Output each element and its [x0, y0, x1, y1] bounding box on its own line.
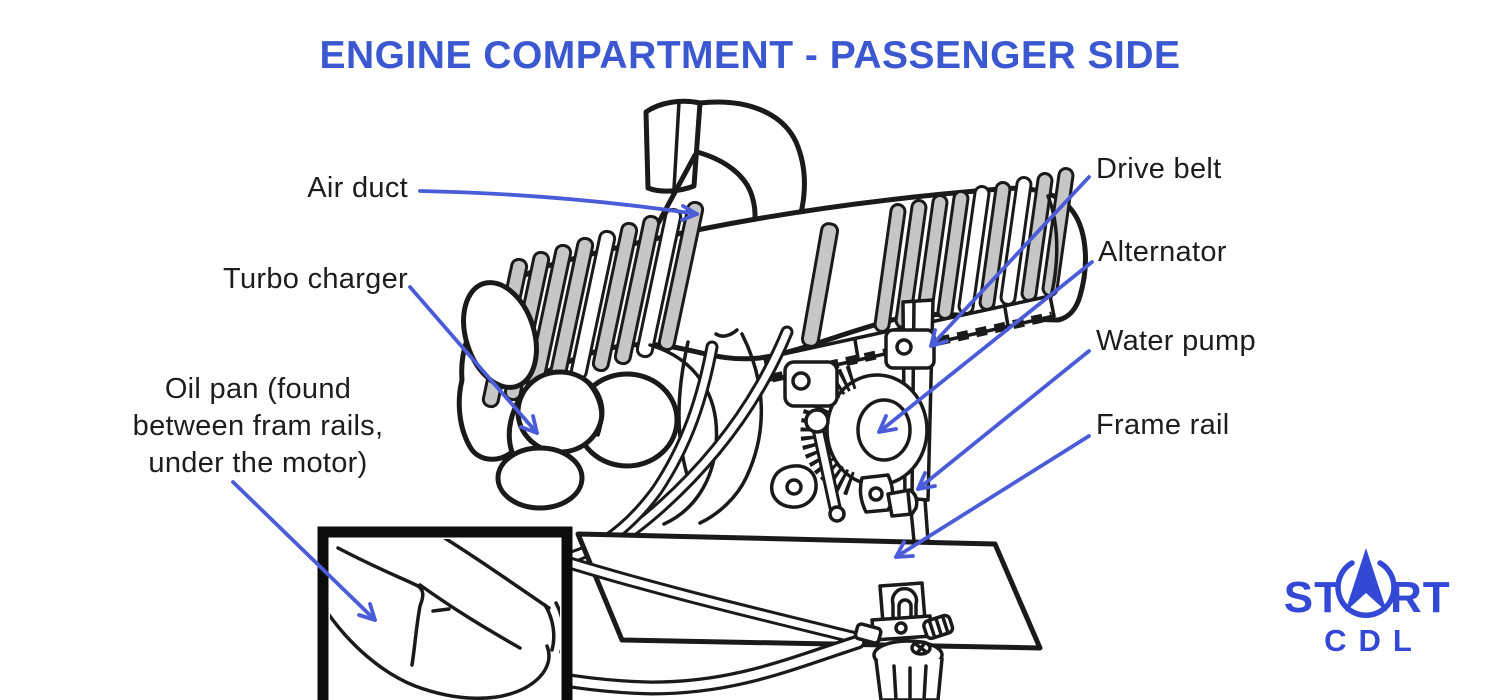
logo-text-rt: RT — [1390, 573, 1451, 622]
fuel-filter-drawing — [853, 581, 955, 700]
label-turbo-charger: Turbo charger — [223, 263, 408, 295]
callout-arrows — [231, 175, 1094, 622]
engine-block-edges — [648, 328, 764, 526]
tensioner-arm — [804, 408, 846, 523]
label-drive-belt: Drive belt — [1096, 153, 1222, 185]
label-water-pump: Water pump — [1096, 325, 1256, 357]
logo-text-st: ST — [1284, 573, 1342, 622]
alternator-arrow — [877, 260, 1094, 434]
water-pump-arrow — [916, 349, 1091, 491]
water-pump-fitting — [886, 488, 919, 518]
label-alternator: Alternator — [1098, 236, 1227, 268]
label-oil-pan-line2: between fram rails, — [132, 410, 384, 442]
logo-circle-icon — [1335, 560, 1397, 618]
oil-pan-arrow — [231, 480, 377, 622]
air-duct-arrow — [418, 189, 699, 222]
alternator-drawing — [769, 328, 936, 523]
page-title: ENGINE COMPARTMENT - PASSENGER SIDE — [319, 34, 1181, 77]
label-frame-rail: Frame rail — [1096, 409, 1230, 441]
striped-plug — [922, 613, 955, 641]
label-oil-pan-line3: under the motor) — [148, 447, 368, 479]
logo-rocket-icon — [1345, 548, 1387, 612]
start-cdl-logo: ST RT CDL — [1284, 548, 1451, 658]
turbo-charger-arrow — [408, 285, 539, 435]
turbo-charger-drawing — [461, 280, 680, 511]
logo-text-cdl: CDL — [1324, 623, 1424, 658]
label-oil-pan-line1: Oil pan (found — [164, 373, 352, 405]
frame-rail-arrow — [894, 434, 1091, 559]
oil-pan-sketch — [330, 539, 560, 700]
duct-rib-middle — [800, 222, 840, 348]
drive-belt-arrow — [929, 175, 1091, 348]
label-air-duct: Air duct — [307, 172, 408, 204]
label-oil-pan: Oil pan (found between fram rails, under… — [100, 371, 416, 482]
